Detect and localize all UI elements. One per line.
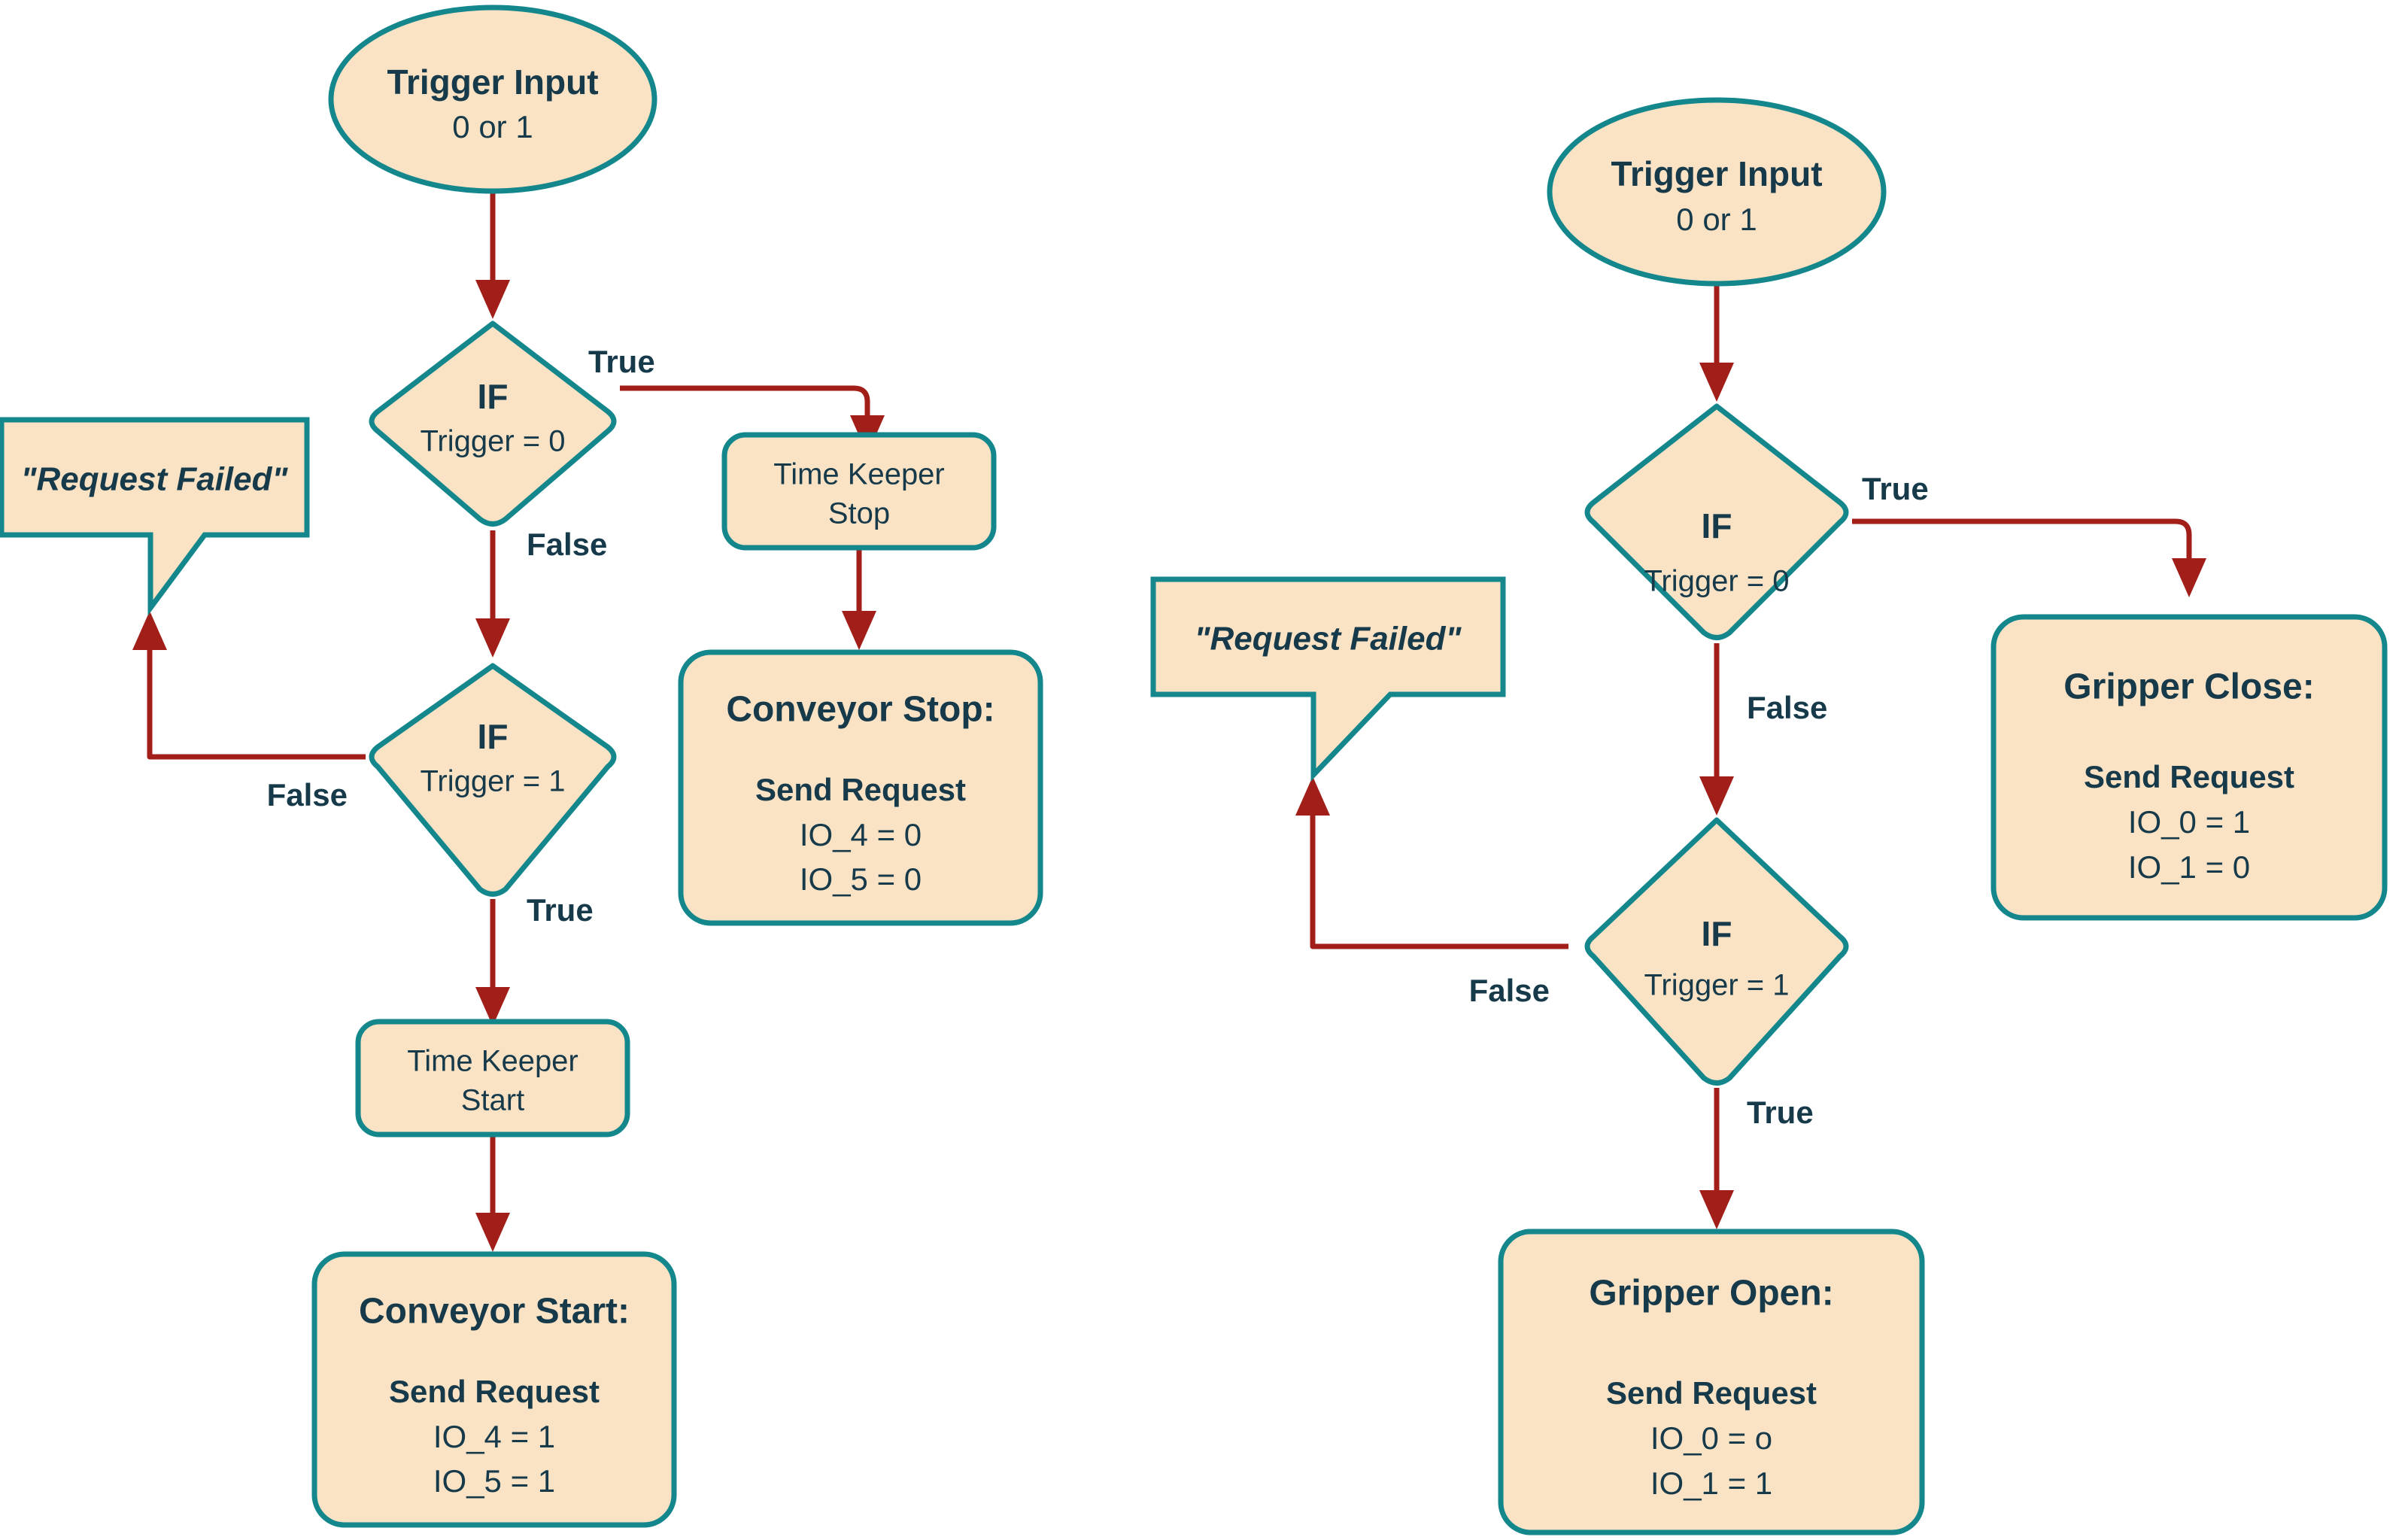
edge-if1-false-to-if2 (475, 530, 510, 658)
node-start-right[interactable]: Trigger Input 0 or 1 (1547, 97, 1887, 287)
node-if-left-1-condition: Trigger = 0 (420, 425, 565, 458)
node-callout-right[interactable]: "Request Failed" (1150, 576, 1506, 782)
node-if-left-2[interactable]: IF Trigger = 1 (369, 663, 617, 897)
node-gripper-open-body: Send Request (1606, 1375, 1817, 1411)
node-start-left-title: Trigger Input (387, 62, 598, 102)
node-if-right-1-condition: Trigger = 0 (1644, 565, 1789, 598)
edge-label-if-right-2-true: True (1747, 1095, 1814, 1130)
gripper-flow-group: True False False True Trigger Input 0 or… (1150, 97, 2388, 1535)
edge-if2-false-to-callout (132, 611, 366, 760)
node-gripper-close-line2: IO_1 = 0 (2128, 849, 2250, 885)
node-start-left-subtitle: 0 or 1 (452, 109, 533, 144)
node-gripper-close-title: Gripper Close: (2063, 667, 2314, 707)
node-callout-left[interactable]: "Request Failed" (0, 417, 310, 616)
edge-if-right-2-true-to-gripper-open (1699, 1088, 1734, 1229)
edge-label-if1-true: True (588, 344, 655, 379)
node-if-left-1[interactable]: IF Trigger = 0 (369, 320, 617, 527)
node-conveyor-start-body: Send Request (389, 1374, 600, 1409)
node-conveyor-stop-title: Conveyor Stop: (726, 690, 994, 730)
node-if-right-1[interactable]: IF Trigger = 0 (1584, 403, 1849, 640)
edge-if-right-2-false-to-callout-right (1295, 776, 1568, 949)
node-conveyor-stop-line1: IO_4 = 0 (800, 817, 922, 852)
edge-label-if1-false: False (527, 527, 607, 562)
node-conveyor-stop[interactable]: Conveyor Stop: Send Request IO_4 = 0 IO_… (678, 649, 1043, 926)
node-gripper-close[interactable]: Gripper Close: Send Request IO_0 = 1 IO_… (1990, 614, 2388, 921)
node-timekeeper-start-line1: Time Keeper (407, 1045, 578, 1078)
node-callout-right-text: "Request Failed" (1195, 621, 1462, 658)
edge-if-right-1-true-to-gripper-close (1852, 518, 2206, 597)
edge-if-right-1-false-to-if-right-2 (1699, 643, 1734, 816)
node-if-left-1-keyword: IF (478, 377, 509, 416)
node-if-right-1-keyword: IF (1702, 506, 1732, 545)
edge-label-if-right-1-true: True (1862, 471, 1929, 506)
edge-label-if2-false: False (267, 777, 348, 813)
node-gripper-open-line1: IO_0 = o (1650, 1420, 1772, 1456)
node-start-right-title: Trigger Input (1611, 154, 1822, 193)
edge-start-to-if1 (475, 191, 510, 319)
node-gripper-open-line2: IO_1 = 1 (1650, 1466, 1772, 1501)
node-gripper-close-line1: IO_0 = 1 (2128, 804, 2250, 840)
node-callout-left-text: "Request Failed" (21, 461, 289, 498)
node-conveyor-stop-line2: IO_5 = 0 (800, 861, 922, 897)
node-timekeeper-start[interactable]: Time Keeper Start (355, 1019, 630, 1138)
node-timekeeper-stop-line1: Time Keeper (773, 458, 945, 491)
node-conveyor-start-line1: IO_4 = 1 (433, 1419, 555, 1454)
node-timekeeper-start-line2: Start (461, 1084, 524, 1117)
node-conveyor-start[interactable]: Conveyor Start: Send Request IO_4 = 1 IO… (311, 1251, 677, 1528)
edge-label-if2-true: True (527, 892, 594, 928)
node-start-right-subtitle: 0 or 1 (1676, 202, 1757, 237)
edge-timekeeper-start-to-conveyor-start (475, 1134, 510, 1252)
node-conveyor-start-title: Conveyor Start: (359, 1292, 630, 1332)
node-if-right-2-condition: Trigger = 1 (1644, 969, 1789, 1002)
node-if-left-2-keyword: IF (478, 717, 509, 756)
edge-label-if-right-1-false: False (1747, 690, 1827, 725)
edge-label-if-right-2-false: False (1469, 973, 1550, 1008)
node-gripper-close-body: Send Request (2084, 759, 2294, 794)
node-gripper-open-title: Gripper Open: (1589, 1274, 1833, 1314)
node-gripper-open[interactable]: Gripper Open: Send Request IO_0 = o IO_1… (1498, 1229, 1925, 1535)
node-if-right-2[interactable]: IF Trigger = 1 (1584, 817, 1849, 1086)
conveyor-flow-group: True False False True (0, 5, 1043, 1528)
node-timekeeper-stop[interactable]: Time Keeper Stop (721, 432, 997, 551)
node-conveyor-start-line2: IO_5 = 1 (433, 1463, 555, 1499)
edge-start-right-to-if-right-1 (1699, 284, 1734, 402)
edge-timekeeper-stop-to-conveyor-stop (842, 548, 876, 650)
node-timekeeper-stop-line2: Stop (828, 497, 890, 530)
node-start-left[interactable]: Trigger Input 0 or 1 (328, 5, 657, 194)
node-conveyor-stop-body: Send Request (755, 772, 966, 807)
edge-if2-true-to-timekeeper-start (475, 899, 510, 1026)
node-if-right-2-keyword: IF (1702, 914, 1732, 953)
node-if-left-2-condition: Trigger = 1 (420, 765, 565, 798)
